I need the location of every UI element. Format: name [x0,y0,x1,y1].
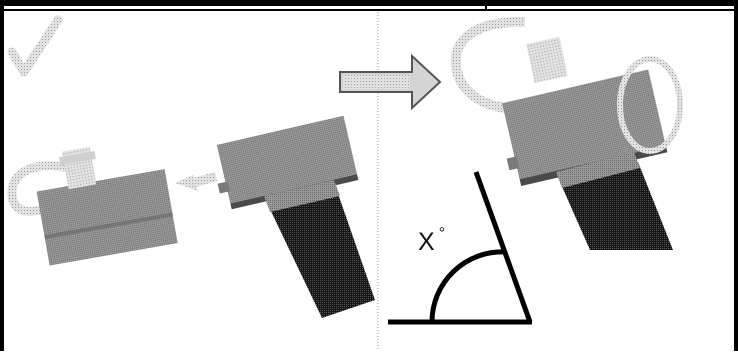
right-border [734,0,738,351]
top-border-inner [0,9,738,11]
right-connector [526,36,568,84]
angle-label: X° [418,226,445,256]
left-lens-mount [264,180,340,212]
insert-arrow [175,172,217,191]
angle-ray [473,171,533,323]
angle-arc [429,249,506,323]
right-lens [560,162,673,250]
angle-symbol: X [418,228,435,256]
degree-symbol: ° [438,225,446,242]
highlight-ring [617,56,683,154]
left-border [0,0,4,351]
right-cable [450,16,526,114]
left-cable [7,161,71,216]
top-border [0,0,738,6]
header-divider [485,0,487,10]
right-lens-mount [556,152,640,188]
left-lens [268,188,375,318]
left-camera-body [36,146,178,266]
check-mark-icon [7,15,63,77]
